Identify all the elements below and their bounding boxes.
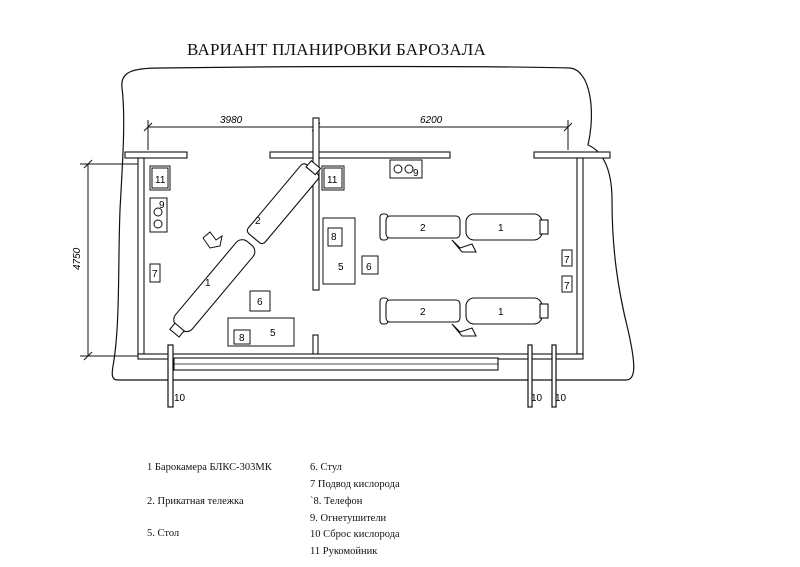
oxygen-release-pipe-right-a — [527, 344, 533, 408]
legend-item-10: 10 Сброс кислорода — [310, 529, 400, 540]
legend-item-2: 2. Прикатная тележка — [147, 496, 244, 507]
legend-item-6: 6. Стул — [310, 462, 342, 473]
washbasin-right — [321, 165, 345, 191]
label-table-left: 5 — [270, 328, 276, 339]
label-phone-right: 8 — [331, 232, 337, 243]
label-phone-left: 8 — [239, 333, 245, 344]
label-chamber-right-bottom: 1 — [498, 307, 504, 318]
partition-wall — [312, 117, 320, 291]
dim-height: 4750 — [72, 247, 83, 270]
label-oxygen-left: 7 — [152, 269, 158, 280]
label-oxygen-right-b: 7 — [564, 281, 570, 292]
wall-top-left — [124, 151, 188, 159]
label-washbasin-right: 11 — [327, 175, 338, 186]
oxygen-release-pipe-right-b — [551, 344, 557, 408]
dim-width-left: 3980 — [220, 115, 243, 126]
legend-item-11: 11 Рукомойник — [310, 546, 378, 557]
legend-item-7: 7 Подвод кислорода — [310, 479, 400, 490]
legend-item-5: 5. Стол — [147, 528, 180, 539]
label-chamber-right-top: 1 — [498, 223, 504, 234]
phone-right — [327, 227, 343, 247]
label-trolley-right-bottom: 2 — [420, 307, 426, 318]
washbasin-left — [149, 165, 171, 191]
label-oxygen-release-left: 10 — [174, 393, 186, 404]
label-trolley-right-top: 2 — [420, 223, 426, 234]
phone-left — [233, 329, 251, 345]
oxygen-supply-right-b — [561, 275, 573, 293]
label-chair-right: 6 — [366, 262, 372, 273]
chair-right — [361, 255, 379, 275]
wall-right — [576, 157, 584, 355]
dim-width-right: 6200 — [420, 115, 443, 126]
diagram-title: ВАРИАНТ ПЛАНИРОВКИ БАРОЗАЛА — [187, 40, 486, 59]
wall-left — [137, 157, 145, 355]
plan-outline — [111, 65, 635, 381]
label-oxygen-release-right-a: 10 — [531, 393, 543, 404]
wall-top-right — [533, 151, 611, 159]
chamber-unit-top — [379, 213, 549, 253]
label-table-right: 5 — [338, 262, 344, 273]
oxygen-supply-right-a — [561, 249, 573, 267]
legend-item-9: 9. Огнетушители — [310, 513, 387, 524]
label-extinguisher-right: 9 — [413, 168, 419, 179]
label-oxygen-release-right-b: 10 — [555, 393, 567, 404]
legend-item-1: 1 Барокамера БЛКС-303МК — [147, 462, 272, 473]
legend-item-8: `8. Телефон — [310, 496, 363, 507]
label-trolley-left: 2 — [255, 216, 261, 227]
label-extinguisher-left: 9 — [159, 200, 165, 211]
label-oxygen-right-a: 7 — [564, 255, 570, 266]
label-washbasin-left: 11 — [155, 175, 166, 186]
partition-stub — [312, 334, 319, 356]
wall-top-middle — [269, 151, 451, 159]
oxygen-release-pipe-left — [167, 344, 174, 408]
label-chair-left: 6 — [257, 297, 263, 308]
chair-left — [249, 290, 271, 312]
oxygen-supply-left — [149, 263, 161, 283]
trolley-left — [246, 163, 320, 245]
chamber-unit-bottom — [379, 297, 549, 337]
label-chamber-left: 1 — [205, 278, 211, 289]
